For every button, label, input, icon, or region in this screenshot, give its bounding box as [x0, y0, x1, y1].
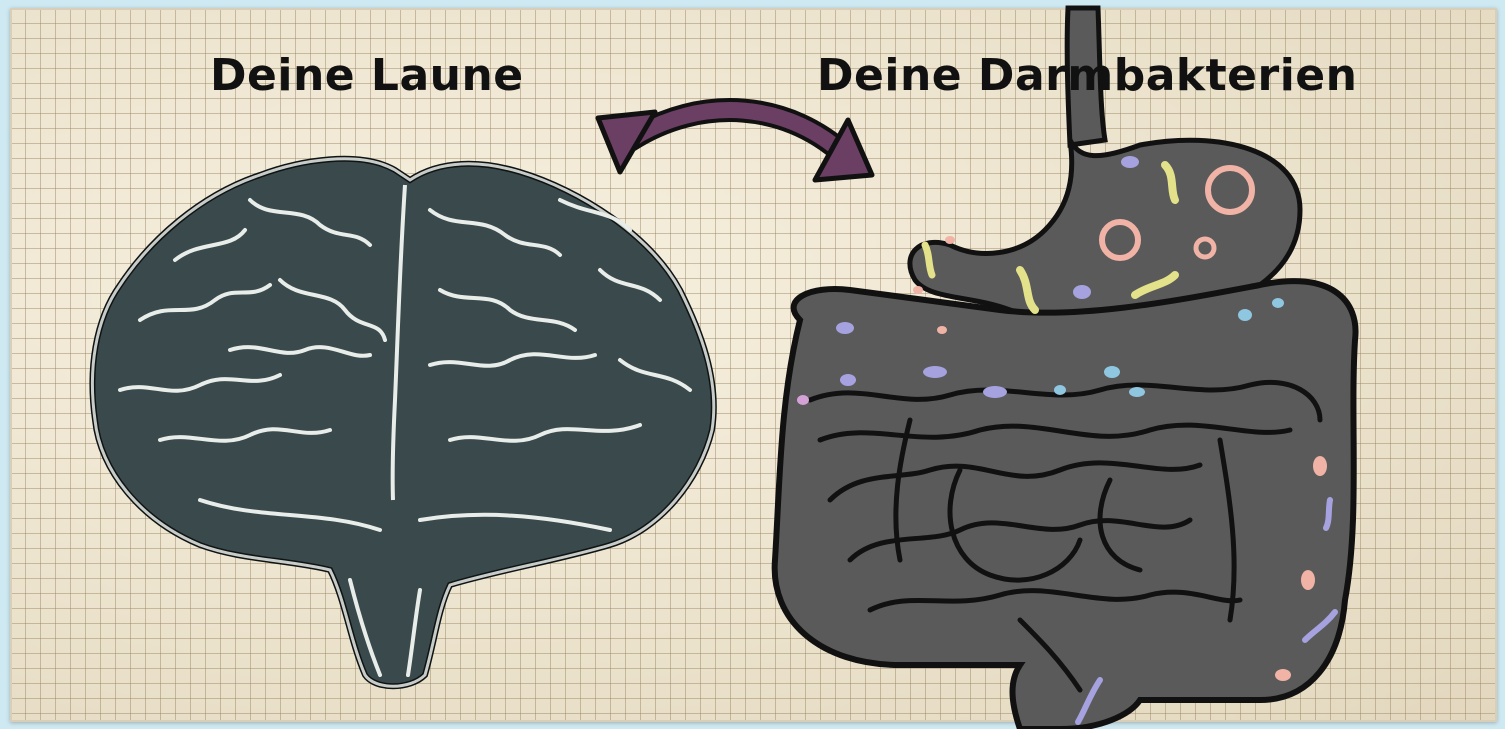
title-mood: Deine Laune	[210, 50, 524, 101]
title-gut-bacteria: Deine Darmbakterien	[817, 50, 1357, 101]
gut-illustration	[775, 8, 1356, 729]
double-arrow-icon	[598, 110, 872, 180]
brain-illustration	[92, 159, 713, 686]
